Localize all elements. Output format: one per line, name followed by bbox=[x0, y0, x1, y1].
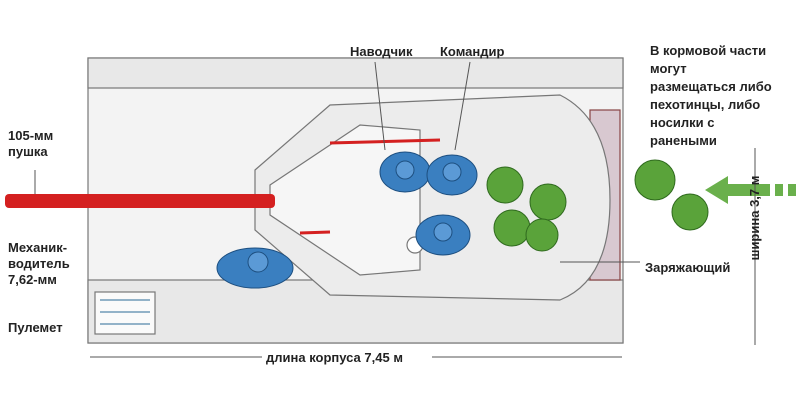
width-label: ширина 3,7 м bbox=[747, 175, 762, 261]
main-gun bbox=[5, 138, 441, 235]
rear-note: В кормовой части могут размещаться либо … bbox=[650, 42, 772, 150]
dimension-lines bbox=[34, 61, 756, 358]
loader-label: Заряжающий bbox=[645, 260, 731, 275]
machine-gun-label: Пулемет bbox=[8, 320, 63, 335]
rear-note-line: носилки с bbox=[650, 115, 715, 130]
crew-figure bbox=[415, 214, 471, 256]
commander-label: Командир bbox=[440, 44, 505, 59]
driver-label-line: Механик- bbox=[8, 240, 68, 255]
gun-label-line: пушка bbox=[8, 144, 48, 159]
gunner-label: Наводчик bbox=[350, 44, 413, 59]
commander-figure bbox=[426, 154, 478, 196]
rear-note-line: ранеными bbox=[650, 133, 717, 148]
driver-label-line: водитель bbox=[8, 256, 70, 271]
rear-note-line: пехотинцы, либо bbox=[650, 97, 761, 112]
infantry bbox=[486, 159, 709, 252]
driver-figure bbox=[216, 247, 294, 289]
rear-note-line: могут bbox=[650, 61, 687, 76]
gunner-figure bbox=[379, 151, 431, 193]
rear-note-line: размещаться либо bbox=[650, 79, 772, 94]
crew bbox=[216, 151, 478, 289]
driver-label-line: 7,62-мм bbox=[8, 272, 57, 287]
rear-note-line: В кормовой части bbox=[650, 43, 767, 58]
entry-arrow bbox=[705, 176, 796, 204]
gun-label-line: 105-мм bbox=[8, 128, 54, 143]
length-label: длина корпуса 7,45 м bbox=[266, 350, 403, 365]
